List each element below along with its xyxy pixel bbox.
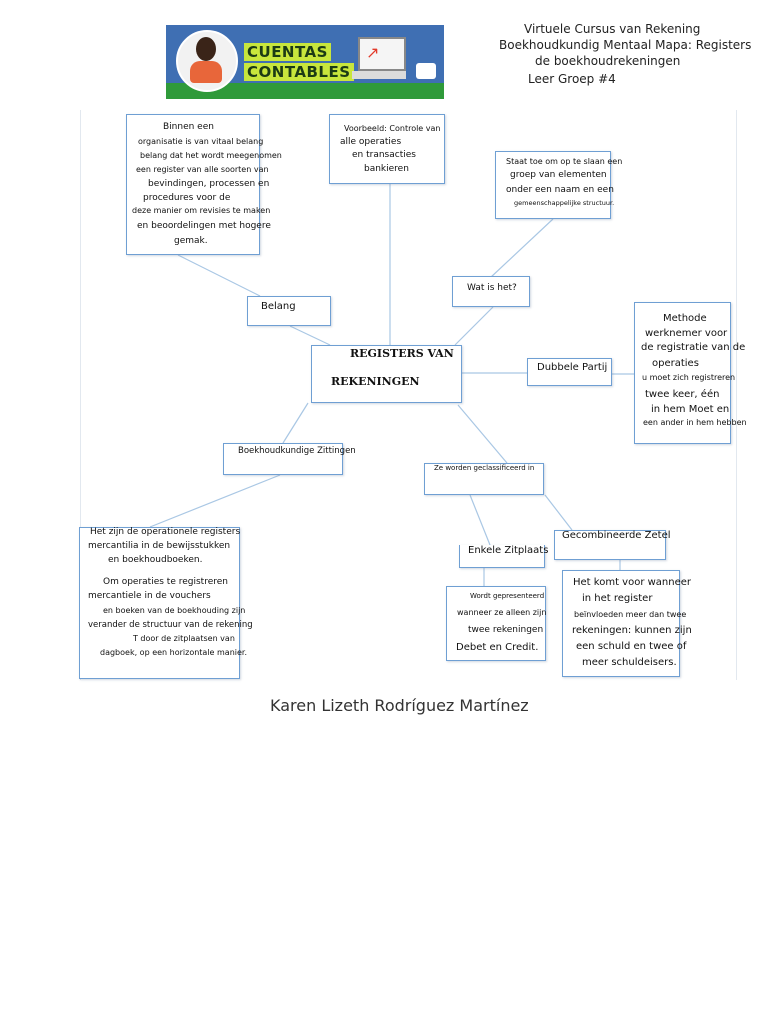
header-line-2: Boekhoudkundig Mentaal Mapa: Registers [499, 38, 752, 52]
enkele-label: Enkele Zitplaats [468, 545, 549, 556]
wat-desc-line: Staat toe om op te slaan een [506, 157, 623, 166]
enkele-desc-line: Debet en Credit. [456, 642, 539, 653]
zittingen-desc-line: verander de structuur van de rekening [88, 620, 253, 630]
wat-label: Wat is het? [467, 283, 517, 293]
zittingen-node [223, 443, 343, 475]
enkele-desc-line: wanneer ze alleen zijn [457, 608, 547, 617]
geclassificeerd-label: Ze worden geclassificeerd in [434, 464, 535, 472]
connector-belang-desc [177, 254, 261, 297]
zittingen-label: Boekhoudkundige Zittingen [238, 446, 356, 456]
belang-desc-line: organisatie is van vitaal belang [138, 137, 264, 146]
zittingen-desc-line: Om operaties te registreren [103, 577, 228, 587]
monitor-icon [358, 37, 406, 71]
dubbele-desc-line: Methode [663, 313, 707, 324]
center-node-line-1: REGISTERS VAN [350, 347, 454, 360]
gecombineerde-desc-line: Het komt voor wanneer [573, 577, 692, 588]
enkele-node [459, 545, 545, 568]
wat-description-box [495, 151, 611, 219]
voorbeeld-line: alle operaties [340, 137, 402, 147]
dubbele-desc-line: twee keer, één [645, 389, 720, 400]
trend-up-icon: ↗ [366, 43, 380, 62]
voorbeeld-line: en transacties [352, 150, 416, 160]
wat-desc-line: groep van elementen [510, 170, 607, 180]
wat-desc-line: onder een naam en een [506, 185, 614, 195]
gecombineerde-label: Gecombineerde Zetel [562, 530, 671, 541]
dubbele-node [527, 358, 612, 386]
banner-ground [166, 83, 444, 99]
connector-wat-center [454, 306, 494, 346]
center-node-line-2: REKENINGEN [331, 375, 420, 388]
dubbele-desc-line: werknemer voor [645, 328, 728, 339]
avatar-head [196, 37, 216, 61]
gecombineerde-desc-line: in het register [582, 593, 653, 604]
gecombineerde-desc-line: een schuld en twee of [576, 641, 687, 652]
wat-desc-line: gemeenschappelijke structuur. [514, 199, 615, 207]
dubbele-desc-line: in hem Moet en [651, 404, 730, 415]
connector-geclass-gecombineerde [544, 494, 573, 531]
connector-geclass-enkele [469, 494, 491, 546]
dubbele-desc-line: de registratie van de [641, 342, 746, 353]
voorbeeld-box [329, 114, 445, 184]
gecombineerde-desc-line: rekeningen: kunnen zijn [572, 625, 692, 636]
geclassificeerd-node [424, 463, 544, 495]
enkele-description-box [446, 586, 546, 661]
center-node-registers [311, 345, 462, 403]
connector-center-zittingen [282, 402, 309, 444]
zittingen-desc-line: en boeken van de boekhouding zijn [103, 606, 246, 615]
belang-desc-line: procedures voor de [143, 193, 231, 203]
dubbele-desc-line: operaties [652, 358, 699, 369]
gecombineerde-desc-line: meer schuldeisers. [582, 657, 677, 668]
belang-desc-line: deze manier om revisies te maken [132, 206, 271, 215]
voorbeeld-line: bankieren [364, 164, 409, 174]
header-line-3: de boekhoudrekeningen [535, 54, 681, 68]
zittingen-description-box [79, 527, 240, 679]
belang-desc-line: bevindingen, processen en [148, 179, 270, 189]
belang-desc-line: belang dat het wordt meegenomen [140, 151, 282, 160]
belang-desc-line: een register van alle soorten van [136, 165, 269, 174]
gecombineerde-node [554, 530, 666, 560]
enkele-desc-line: twee rekeningen [468, 625, 544, 635]
belang-desc-line: gemak. [174, 236, 208, 246]
enkele-desc-line: Wordt gepresenteerd [470, 592, 545, 600]
header-line-4: Leer Groep #4 [528, 72, 616, 86]
connector-center-geclass [457, 404, 508, 464]
belang-desc-line: en beoordelingen met hogere [137, 221, 271, 231]
avatar-body [190, 61, 222, 83]
zittingen-desc-line: dagboek, op een horizontale manier. [100, 648, 248, 657]
zittingen-desc-line: T door de zitplaatsen van [133, 634, 235, 643]
keyboard-icon [352, 71, 406, 79]
belang-label: Belang [261, 301, 296, 312]
zittingen-desc-line: mercantiele in de vouchers [88, 591, 211, 601]
header-line-1: Virtuele Cursus van Rekening [524, 22, 701, 36]
dubbele-desc-line: u moet zich registreren [642, 373, 736, 382]
banner-image: CUENTAS CONTABLES ↗ [166, 25, 444, 99]
wat-node [452, 276, 530, 307]
belang-description-box [126, 114, 260, 255]
banner-title-line-2: CONTABLES [244, 63, 354, 81]
zittingen-desc-line: Het zijn de operationele registers [90, 527, 241, 537]
connector-belang-center [289, 325, 331, 346]
author-name: Karen Lizeth Rodríguez Martínez [270, 696, 529, 715]
voorbeeld-line: Voorbeeld: Controle van [344, 124, 441, 133]
dubbele-label: Dubbele Partij [537, 362, 608, 373]
dubbele-description-box [634, 302, 731, 444]
connector-zittingen-desc [149, 474, 281, 528]
gecombineerde-desc-line: beïnvloeden meer dan twee [574, 610, 687, 619]
connector-wat-desc [489, 218, 554, 279]
belang-node [247, 296, 331, 326]
gecombineerde-description-box [562, 570, 680, 677]
banner-title-line-1: CUENTAS [244, 43, 331, 61]
logo-icon [416, 63, 436, 79]
zittingen-desc-line: mercantilia in de bewijsstukken [88, 541, 231, 551]
dubbele-desc-line: een ander in hem hebben [643, 418, 747, 427]
zittingen-desc-line: en boekhoudboeken. [108, 555, 203, 565]
belang-desc-line: Binnen een [163, 122, 214, 132]
